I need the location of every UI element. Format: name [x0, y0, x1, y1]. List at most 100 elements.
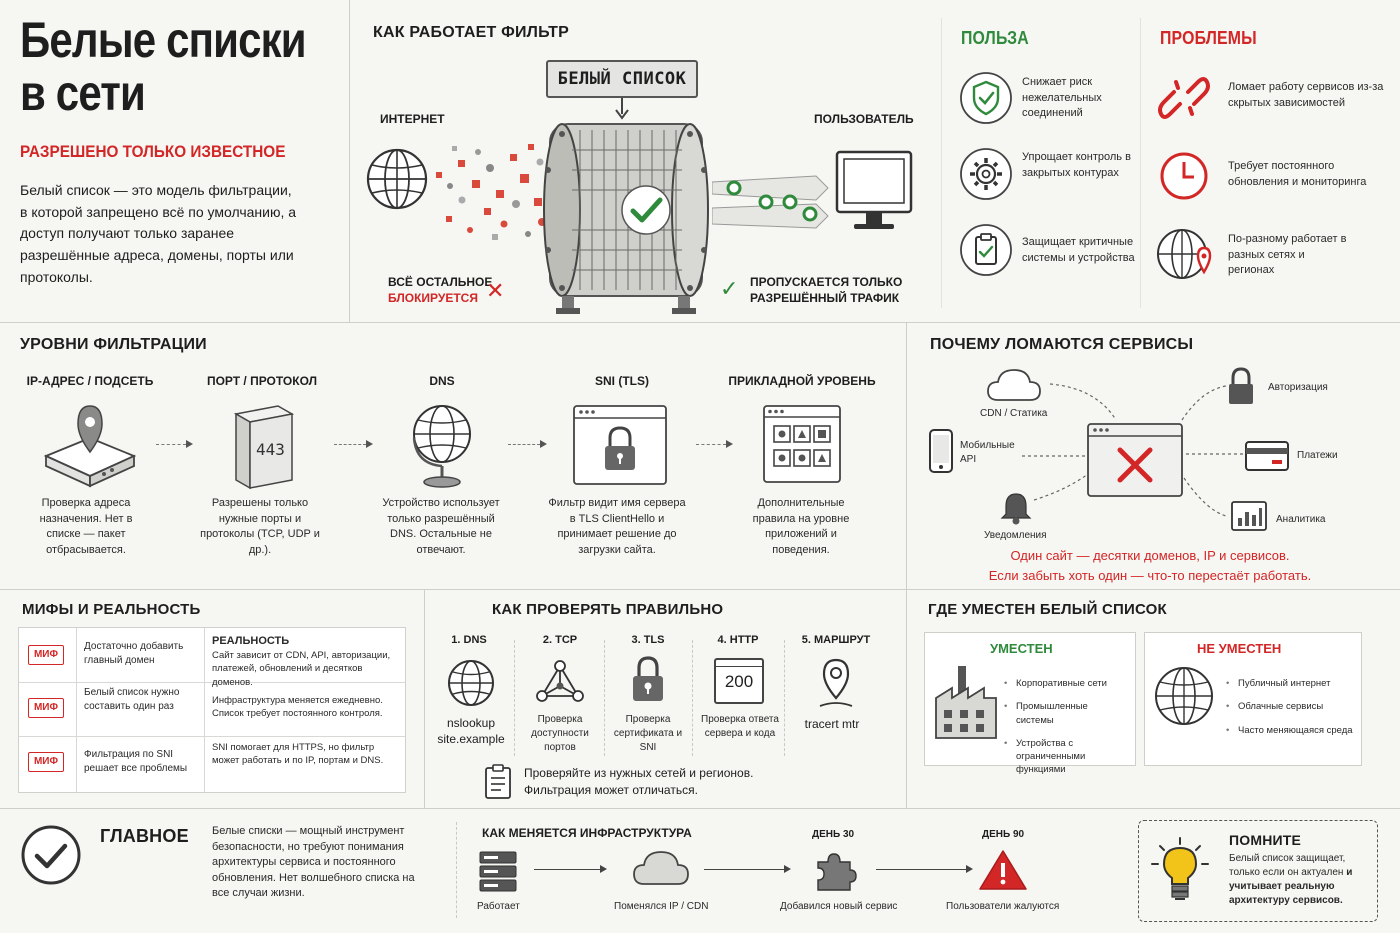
infra-arrowhead-1	[600, 865, 607, 873]
myths-col-divider-2	[204, 628, 205, 792]
check-step-text-3: Проверка сертификата и SNI	[613, 714, 683, 753]
broken-link-icon	[1156, 70, 1212, 126]
level-title-3: DNS	[429, 374, 455, 388]
dns-globe-icon	[406, 398, 478, 490]
fit-item-2: Промышленные системы	[1004, 700, 1128, 727]
infra-arrowhead-3	[966, 865, 973, 873]
http-window-bar	[716, 660, 762, 667]
ip-pin-icon	[40, 400, 140, 490]
main-title: Белые списки в сети	[20, 14, 307, 121]
allowed-line-1: ПРОПУСКАЕТСЯ ТОЛЬКО	[750, 275, 903, 289]
bell-icon	[1000, 490, 1032, 526]
check-step-title-4: 4. HTTP	[717, 634, 759, 646]
level-arrowhead-2	[366, 440, 373, 448]
tcp-network-icon	[534, 658, 586, 706]
myths-row-divider-2	[19, 736, 405, 737]
remember-text-plain: Белый список защищает, только если он ак…	[1229, 853, 1346, 878]
check-note-line-1: Проверяйте из нужных сетей и регионов.	[524, 766, 754, 780]
why-node-auth: Авторизация	[1268, 382, 1328, 393]
myth-badge-2: МИФ	[28, 698, 64, 718]
intro-text: Белый список — это модель фильтрации, в …	[20, 182, 297, 285]
check-step-text-2: Проверка доступности портов	[531, 714, 589, 753]
benefit-text-1: Снижает риск нежелательных соединений	[1022, 76, 1102, 120]
level-title-4: SNI (TLS)	[595, 374, 649, 388]
globe-pin-icon	[1154, 224, 1216, 286]
traffic-packets	[432, 138, 552, 250]
app-grid-icon	[762, 404, 842, 484]
why-node-cdn: CDN / Статика	[980, 408, 1048, 419]
check-divider-1	[514, 640, 515, 756]
check-step-text-4: Проверка ответа сервера и кода	[701, 714, 779, 739]
remember-box	[1138, 820, 1378, 922]
http-window-icon: 200	[714, 658, 764, 704]
analytics-icon	[1230, 500, 1268, 532]
unfit-title: НЕ УМЕСТЕН	[1197, 641, 1282, 656]
unfit-item-1: Публичный интернет	[1226, 677, 1358, 691]
why-note-line-2: Если забыть хоть один — что-то перестаёт…	[988, 567, 1312, 583]
level-text-1: Проверка адреса назначения. Нет в списке…	[39, 497, 133, 556]
infra-heading: КАК МЕНЯЕТСЯ ИНФРАСТРУКТУРА	[482, 826, 692, 840]
infra-cloud-icon	[632, 848, 690, 888]
allowed-label: ПРОПУСКАЕТСЯ ТОЛЬКО РАЗРЕШЁННЫЙ ТРАФИК	[750, 274, 902, 306]
checklist-icon	[484, 764, 512, 800]
infra-step-2: Поменялся IP / CDN	[614, 901, 709, 912]
check-divider-4	[784, 640, 785, 756]
fit-item-3: Устройства с ограниченными функциями	[1004, 737, 1128, 777]
infra-arrow-3	[876, 869, 966, 870]
why-note: Один сайт — десятки доменов, IP и сервис…	[920, 546, 1380, 585]
http-status-badge: 200	[724, 672, 754, 691]
whitelist-sign: БЕЛЫЙ СПИСОК	[546, 60, 698, 98]
broken-browser-icon	[1086, 422, 1184, 498]
card-icon	[1244, 440, 1290, 472]
myth-badge-3: МИФ	[28, 752, 64, 772]
myths-row-divider-1	[19, 682, 405, 683]
level-arrow-2	[334, 444, 366, 445]
remember-text: Белый список защищает, только если он ак…	[1229, 852, 1373, 908]
fit-list: Корпоративные сети Промышленные системы …	[1004, 677, 1128, 784]
reality-label: РЕАЛЬНОСТЬ	[212, 635, 290, 647]
blocked-x-icon: ✕	[486, 278, 505, 303]
sni-browser-lock-icon	[572, 404, 668, 486]
level-title-2: ПОРТ / ПРОТОКОЛ	[206, 374, 318, 388]
level-text-3: Устройство использует только разрешённый…	[382, 497, 500, 556]
myth-text-1: Достаточно добавить главный домен	[84, 641, 184, 666]
filter-check-icon	[620, 184, 672, 236]
puzzle-icon	[814, 850, 858, 892]
level-title-5: ПРИКЛАДНОЙ УРОВЕНЬ	[728, 374, 876, 388]
benefits-heading: ПОЛЬЗА	[961, 28, 1029, 48]
unfit-list: Публичный интернет Облачные сервисы Част…	[1226, 677, 1358, 744]
filter-heading: КАК РАБОТАЕТ ФИЛЬТР	[373, 24, 570, 41]
clipboard-check-icon	[958, 222, 1014, 278]
subtitle: РАЗРЕШЕНО ТОЛЬКО ИЗВЕСТНОЕ	[20, 142, 286, 161]
title-line-2: в сети	[20, 65, 146, 121]
lightbulb-icon	[1150, 836, 1210, 902]
infra-divider	[456, 822, 457, 918]
myth-text-3: Фильтрация по SNI решает все проблемы	[84, 749, 188, 774]
myths-col-divider-1	[76, 628, 77, 792]
level-arrowhead-1	[186, 440, 193, 448]
benefit-text-3: Защищает критичные системы и устройства	[1022, 236, 1135, 264]
internet-label: ИНТЕРНЕТ	[380, 112, 445, 126]
main-text: Белые списки — мощный инструмент безопас…	[212, 825, 415, 900]
check-step-text-5: tracert mtr	[804, 717, 860, 731]
blocked-line-1: ВСЁ ОСТАЛЬНОЕ	[388, 275, 493, 289]
level-text-2: Разрешены только нужные порты и протокол…	[200, 497, 320, 556]
check-heading: КАК ПРОВЕРЯТЬ ПРАВИЛЬНО	[492, 601, 724, 618]
check-divider-2	[604, 640, 605, 756]
infra-arrowhead-2	[784, 865, 791, 873]
factory-icon	[934, 664, 998, 740]
level-arrow-3	[508, 444, 540, 445]
gear-icon	[958, 146, 1014, 202]
why-node-analytics: Аналитика	[1276, 514, 1326, 525]
check-step-title-1: 1. DNS	[451, 634, 487, 646]
unfit-item-2: Облачные сервисы	[1226, 700, 1358, 714]
levels-heading: УРОВНИ ФИЛЬТРАЦИИ	[20, 336, 207, 353]
blocked-line-2: БЛОКИРУЕТСЯ	[388, 291, 478, 306]
warning-icon	[978, 848, 1028, 892]
route-pin-icon	[816, 656, 856, 710]
why-note-line-1: Один сайт — десятки доменов, IP и сервис…	[1010, 548, 1290, 563]
globe-icon	[364, 146, 430, 212]
dns-step-globe-icon	[446, 658, 496, 708]
check-divider-3	[692, 640, 693, 756]
output-pipe	[712, 168, 830, 238]
